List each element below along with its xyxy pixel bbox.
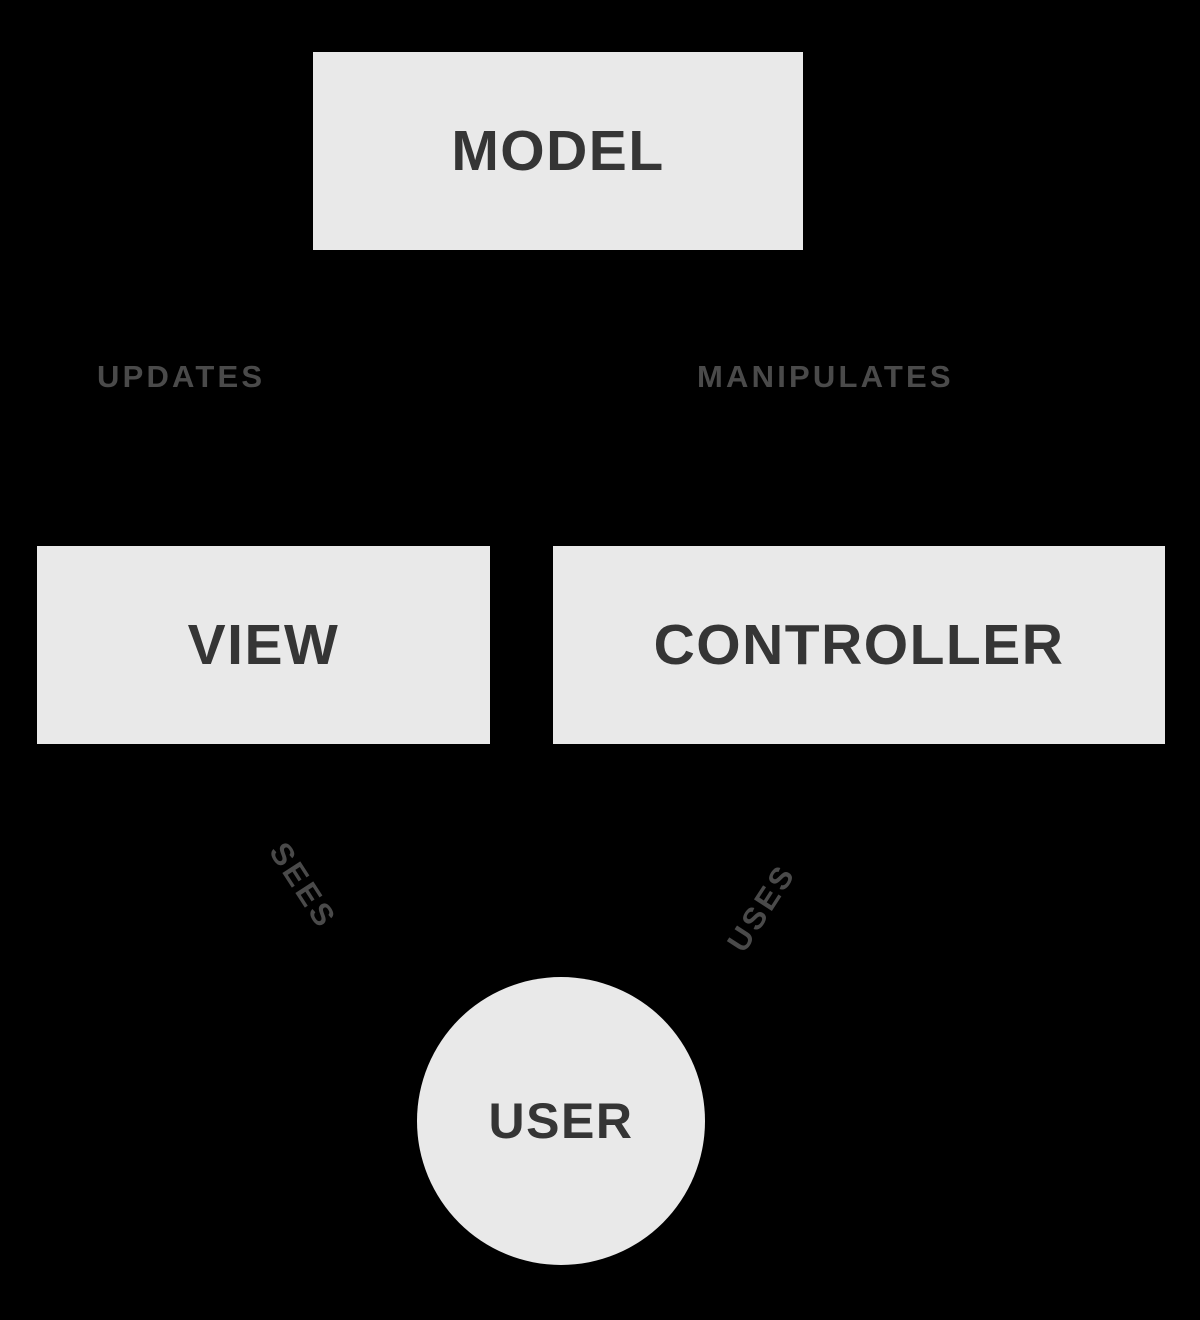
node-view[interactable]: VIEW xyxy=(37,546,490,744)
node-user[interactable]: USER xyxy=(417,977,705,1265)
edge-label-manipulates: MANIPULATES xyxy=(697,359,954,394)
edge-label-updates: UPDATES xyxy=(97,359,266,394)
edge-label-sees: SEES xyxy=(262,835,344,936)
node-controller[interactable]: CONTROLLER xyxy=(553,546,1165,744)
node-view-label: VIEW xyxy=(187,612,340,677)
node-user-label: USER xyxy=(488,1093,634,1149)
node-controller-label: CONTROLLER xyxy=(653,612,1065,677)
node-model[interactable]: MODEL xyxy=(313,52,803,250)
edge-label-uses: USES xyxy=(720,857,803,959)
node-model-label: MODEL xyxy=(451,118,665,183)
